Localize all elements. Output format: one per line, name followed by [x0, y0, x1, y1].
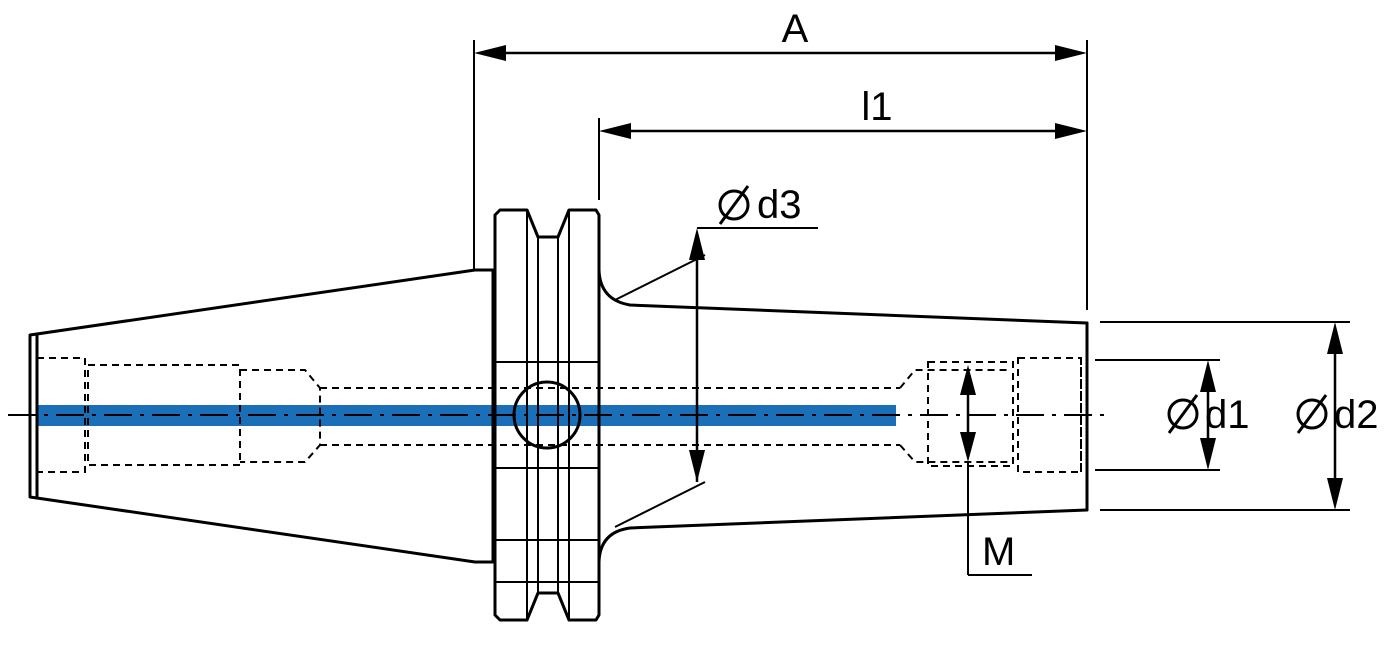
label-m: M [982, 530, 1015, 574]
label-l1: l1 [861, 85, 892, 129]
label-d2: d2 [1334, 393, 1379, 437]
dimension-m: M [960, 365, 1032, 576]
shank-hidden-bores [36, 357, 900, 473]
diameter-symbol-d3 [718, 185, 750, 225]
dimension-d3: d3 [614, 183, 818, 528]
diameter-symbol-d1 [1167, 394, 1199, 434]
dimension-a: A [473, 7, 1088, 310]
label-d3: d3 [757, 183, 802, 227]
dimension-d1: d1 [1095, 359, 1250, 471]
extension-body [597, 268, 1089, 564]
dimension-l1: l1 [598, 85, 1087, 200]
diameter-symbol-d2 [1296, 394, 1328, 434]
dimension-d2: d2 [1100, 321, 1379, 511]
label-d1: d1 [1205, 393, 1250, 437]
label-a: A [782, 7, 809, 51]
